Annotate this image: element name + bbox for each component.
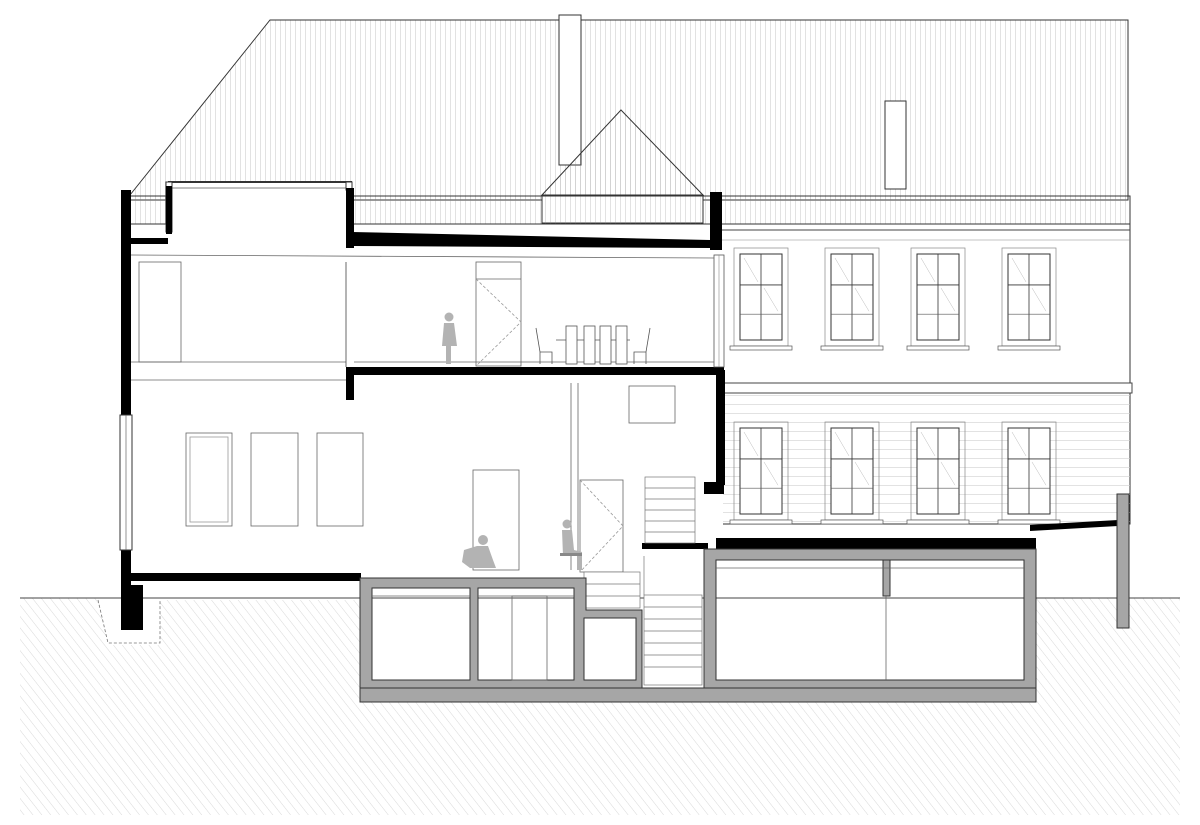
lower-window-1 (729, 421, 793, 525)
crouching-person-figure (462, 535, 496, 568)
left-footing (121, 585, 143, 630)
right-wall-step (704, 482, 724, 494)
right-parapet (710, 192, 722, 250)
right-wall (716, 370, 725, 485)
foundation-outline (97, 599, 161, 644)
upper-floor-slab (346, 367, 724, 375)
kitchen-wall-cabinet (628, 385, 676, 424)
dining-table-chairs (535, 325, 651, 365)
neighbour-facade (719, 223, 1133, 525)
lower-window-3 (906, 421, 970, 525)
upper-door (475, 261, 522, 367)
wall-panel-3 (316, 432, 364, 527)
right-upper-glazing (713, 254, 725, 368)
basement-structure (359, 493, 1130, 703)
mid-parapet (346, 188, 354, 248)
ground-floor-slab (131, 573, 361, 581)
staircase (583, 476, 703, 686)
upper-window-2 (820, 247, 884, 351)
basement-left-block (359, 577, 643, 689)
roof-slab-left (128, 238, 168, 244)
main-roof (129, 14, 1129, 201)
upper-slab-beam (346, 375, 354, 400)
lower-window-4 (997, 421, 1061, 525)
basement-door (511, 595, 548, 681)
wall-panel-1 (185, 432, 233, 527)
house-interior-mask (128, 243, 723, 578)
lower-windows (729, 421, 1061, 525)
garden-wall-slab (1030, 520, 1118, 531)
basement-column (882, 559, 891, 597)
facade-string-course (719, 382, 1133, 394)
wall-panel-4 (472, 469, 520, 571)
roof-hatch-opening (884, 100, 907, 190)
chimney (558, 14, 582, 166)
basement-interior-lines (372, 567, 1024, 681)
upper-window-1 (729, 247, 793, 351)
ground-floor-interior (185, 383, 676, 573)
roof-terrace-mask (170, 182, 350, 244)
basement-bottom-slab (359, 687, 1037, 703)
upper-window-4 (997, 247, 1061, 351)
stair-landing-slab (642, 543, 708, 549)
upper-left-window-recess (138, 261, 182, 363)
section-walls (121, 186, 1118, 630)
left-parapet-inner (166, 186, 172, 234)
upper-windows (729, 247, 1061, 351)
garden-wall-post (1116, 493, 1130, 629)
standing-person-figure (442, 312, 457, 364)
upper-window-3 (906, 247, 970, 351)
lower-window-2 (820, 421, 884, 525)
upper-floor-interior (130, 254, 715, 381)
seated-person-figure (560, 519, 582, 570)
ground (20, 597, 1180, 815)
ground-hatch (20, 598, 1180, 815)
left-wall (121, 190, 131, 415)
roof-slab-main (352, 232, 710, 248)
terrace-slab (716, 538, 1036, 549)
left-wall-glazing (119, 414, 133, 551)
wall-panel-2 (250, 432, 299, 527)
